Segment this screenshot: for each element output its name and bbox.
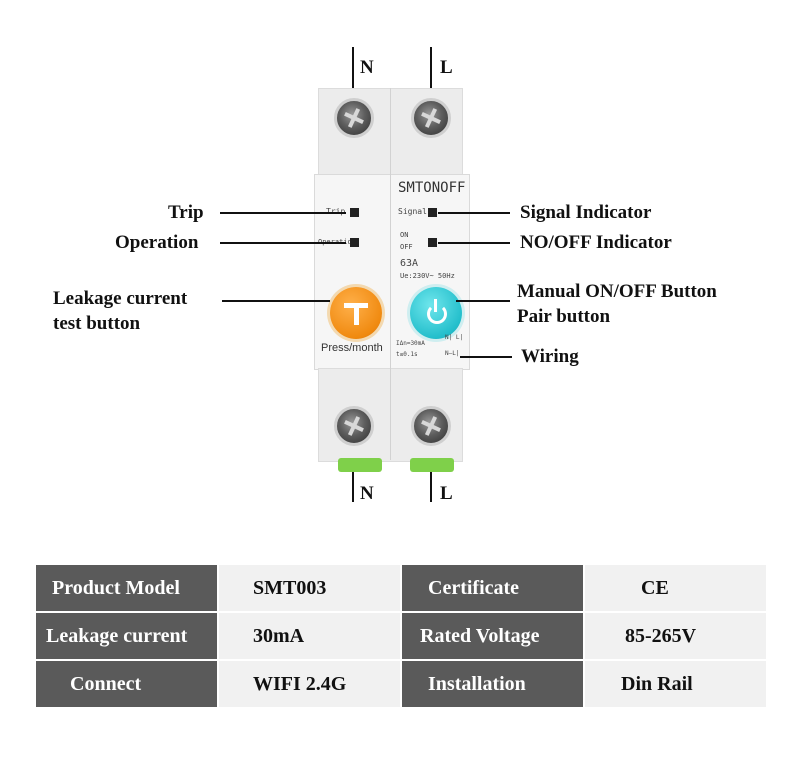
callout-manual: Manual ON/OFF Button [517,281,717,302]
callout-signal: Signal Indicator [520,202,652,223]
spec-key-product-model: Product Model [36,565,217,611]
leader-trip [220,212,346,214]
callout-pair: Pair button [517,306,611,327]
din-clip-right [410,458,454,472]
operation-led-icon [350,238,359,247]
leader-manual [456,300,510,302]
device-wiring-top: N| L| [445,334,464,341]
spec-value-connect: WIFI 2.4G [219,661,400,707]
spec-value-installation: Din Rail [585,661,766,707]
callout-leakage-line1: Leakage current [53,288,188,309]
spec-value-leakage-current: 30mA [219,613,400,659]
spec-key-leakage-current: Leakage current [36,613,217,659]
device-wiring-bottom: N–L| [445,350,460,357]
screw-bottom-n-icon [334,406,374,446]
leakage-test-button[interactable] [330,287,382,339]
device-signal-label: Signal [398,207,427,216]
power-icon [427,304,447,324]
device-voltage-spec: Ue:230V~ 50Hz [400,272,455,280]
terminal-top-l-label: L [440,57,453,78]
trip-led-icon [350,208,359,217]
screw-top-l-icon [411,98,451,138]
callout-trip: Trip [168,202,204,223]
device-trip-label: Trip [326,207,345,216]
spec-key-connect: Connect [36,661,217,707]
din-clip-left [338,458,382,472]
device-off-label: OFF [400,243,413,251]
device-rating: 63A [400,258,419,269]
terminal-top-n-label: N [360,57,374,78]
leader-operation [220,242,346,244]
spec-key-rated-voltage: Rated Voltage [402,613,583,659]
spec-key-certificate: Certificate [402,565,583,611]
leader-wiring [460,356,512,358]
spec-value-certificate: CE [585,565,766,611]
device-on-label: ON [400,231,409,239]
leader-leakage [222,300,330,302]
screw-bottom-l-icon [411,406,451,446]
leader-onoff [438,242,510,244]
leader-signal [438,212,510,214]
callout-operation: Operation [115,232,199,253]
callout-onoff: NO/OFF Indicator [520,232,672,253]
callout-leakage-line2: test button [53,313,141,334]
terminal-bottom-n-label: N [360,483,374,504]
pole-seam [390,88,391,460]
spec-value-rated-voltage: 85-265V [585,613,766,659]
manual-onoff-button[interactable] [410,287,462,339]
wire-top-n [352,47,354,117]
device-press-label: Press/month [321,342,383,354]
onoff-led-icon [428,238,437,247]
signal-led-icon [428,208,437,217]
device-time-spec: t≤0.1s [396,351,418,358]
device-leak-spec: IΔn=30mA [396,340,425,347]
callout-wiring: Wiring [521,346,579,367]
wire-top-l [430,47,432,117]
screw-top-n-icon [334,98,374,138]
spec-key-installation: Installation [402,661,583,707]
terminal-bottom-l-label: L [440,483,453,504]
device-brand: SMTONOFF [398,180,466,196]
spec-value-product-model: SMT003 [219,565,400,611]
